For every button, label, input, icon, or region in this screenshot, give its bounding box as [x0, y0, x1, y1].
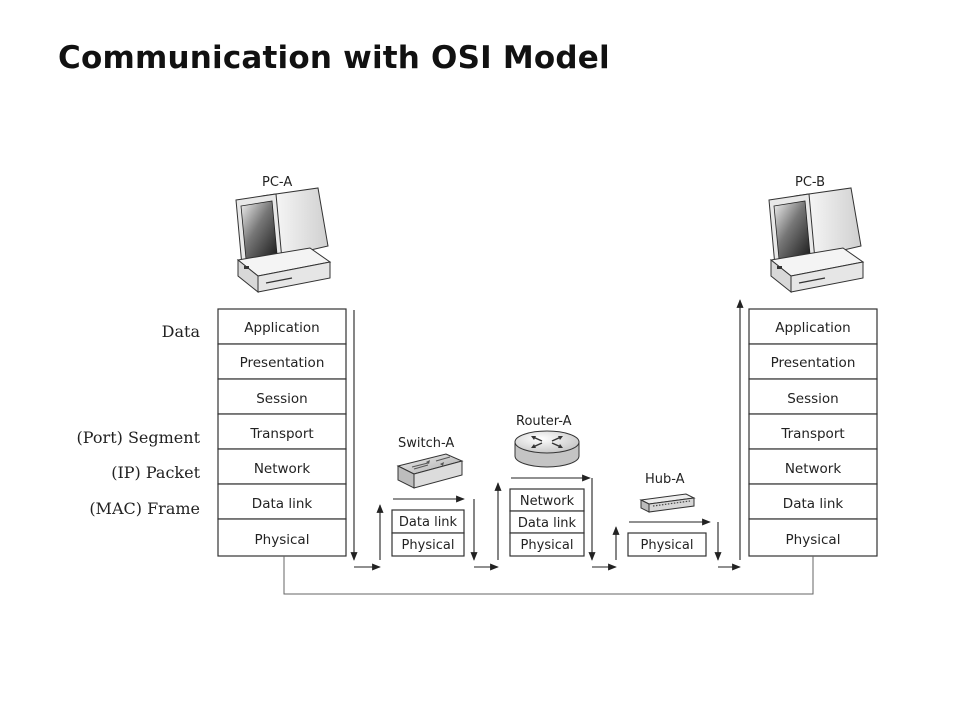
router-a-name: Router-A [516, 414, 572, 429]
pc-a-name: PC-A [262, 175, 292, 190]
switch-icon [396, 453, 464, 489]
router-icon [514, 430, 580, 468]
pc-b-computer-icon: PC-B [768, 175, 865, 294]
pc-b-layer-box [748, 413, 878, 450]
pc-b-layer-physical: Physical [786, 532, 841, 548]
pc-b-name: PC-B [795, 175, 825, 190]
pdu-label-frame: (MAC) Frame [89, 499, 200, 518]
pc-a-layer-presentation: Presentation [240, 355, 325, 371]
hub-a-device: Hub-A Physical [627, 472, 707, 557]
router-a-layer-box [509, 532, 585, 557]
pdu-label-data: Data [161, 322, 200, 341]
router-a-layer-network: Network [520, 494, 575, 509]
pc-a-layer-network: Network [254, 461, 311, 477]
router-a-layer-physical: Physical [521, 538, 574, 553]
pc-b-layer-session: Session [787, 391, 839, 407]
pc-a-layer-box [217, 483, 347, 520]
pc-a-layer-box [217, 448, 347, 485]
pc-b-osi-stack: Application Presentation Session Transpo… [748, 308, 878, 557]
pc-a-layer-physical: Physical [255, 532, 310, 548]
switch-a-name: Switch-A [398, 436, 454, 451]
pc-a-layer-transport: Transport [249, 426, 313, 442]
hub-a-layer-box [627, 532, 707, 557]
pdu-label-segment: (Port) Segment [76, 428, 200, 447]
data-flow-arrows [350, 299, 744, 571]
pc-b-layer-presentation: Presentation [771, 355, 856, 371]
page-title: Communication with OSI Model [58, 40, 610, 76]
pc-b-layer-data-link: Data link [783, 496, 844, 512]
hub-a-name: Hub-A [645, 472, 685, 487]
pc-a-computer-icon: PC-A [235, 175, 332, 294]
switch-a-layer-physical: Physical [402, 538, 455, 553]
pc-a-layer-box [217, 518, 347, 557]
pc-b-layer-box [748, 518, 878, 557]
switch-a-device: Switch-A Data link Physical [391, 436, 465, 557]
router-a-layer-data-link: Data link [518, 516, 577, 531]
hub-icon [639, 493, 696, 513]
pc-b-layer-network: Network [785, 461, 842, 477]
pc-a-osi-stack: Application Presentation Session Transpo… [217, 308, 347, 557]
pc-a-layer-session: Session [256, 391, 308, 407]
pc-b-layer-box [748, 308, 878, 345]
pdu-label-packet: (IP) Packet [111, 463, 200, 482]
pc-a-layer-data-link: Data link [252, 496, 313, 512]
switch-a-layer-box [391, 532, 465, 557]
pc-a-layer-application: Application [244, 320, 319, 336]
pc-a-layer-box [217, 308, 347, 345]
switch-a-layer-data-link: Data link [399, 515, 458, 530]
router-a-device: Router-A Network Data link Physical [509, 414, 585, 557]
pc-b-layer-box [748, 483, 878, 520]
pc-b-layer-box [748, 378, 878, 415]
hub-a-layer-physical: Physical [641, 538, 694, 553]
pc-b-layer-application: Application [775, 320, 850, 336]
physical-medium-line [283, 556, 814, 595]
pc-b-layer-box [748, 448, 878, 485]
pc-b-layer-transport: Transport [780, 426, 844, 442]
